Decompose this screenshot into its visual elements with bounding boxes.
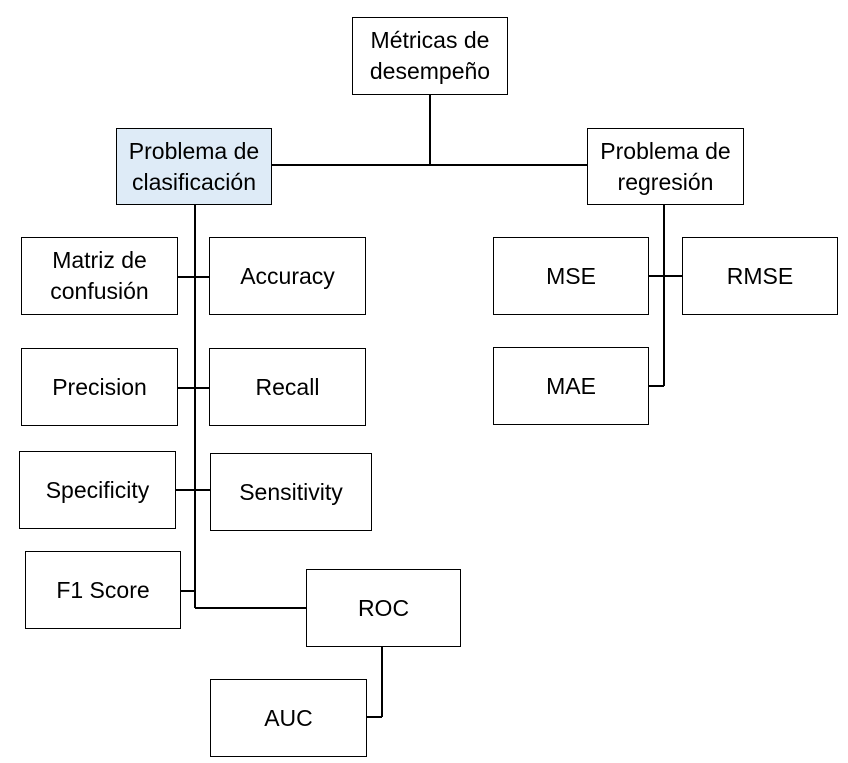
- sensitivity-node: Sensitivity: [210, 453, 372, 531]
- mse-node: MSE: [493, 237, 649, 315]
- roc-label: ROC: [357, 594, 410, 621]
- regression-label: Problema de regresión: [600, 137, 731, 195]
- precision-label: Precision: [52, 373, 147, 400]
- confusion-matrix-node: Matriz de confusión: [21, 237, 178, 315]
- precision-node: Precision: [21, 348, 178, 426]
- recall-node: Recall: [209, 348, 366, 426]
- root-label: Métricas de desempeño: [369, 27, 491, 84]
- classification-label: Problema de clasificación: [128, 137, 260, 195]
- specificity-node: Specificity: [19, 451, 176, 529]
- roc-node: ROC: [306, 569, 461, 647]
- rmse-node: RMSE: [682, 237, 838, 315]
- root-node: Métricas de desempeño: [352, 17, 508, 95]
- accuracy-label: Accuracy: [240, 262, 335, 289]
- f1-score-node: F1 Score: [25, 551, 181, 629]
- recall-label: Recall: [255, 373, 320, 400]
- auc-node: AUC: [210, 679, 367, 757]
- mae-node: MAE: [493, 347, 649, 425]
- specificity-label: Specificity: [45, 476, 150, 503]
- accuracy-node: Accuracy: [209, 237, 366, 315]
- auc-label: AUC: [264, 704, 313, 731]
- confusion-matrix-label: Matriz de confusión: [50, 247, 149, 304]
- f1-score-label: F1 Score: [56, 576, 150, 603]
- regression-node: Problema de regresión: [587, 128, 744, 205]
- classification-node: Problema de clasificación: [116, 128, 272, 205]
- mae-label: MAE: [546, 372, 596, 399]
- rmse-label: RMSE: [726, 262, 794, 289]
- mse-label: MSE: [546, 262, 596, 289]
- sensitivity-label: Sensitivity: [239, 478, 343, 505]
